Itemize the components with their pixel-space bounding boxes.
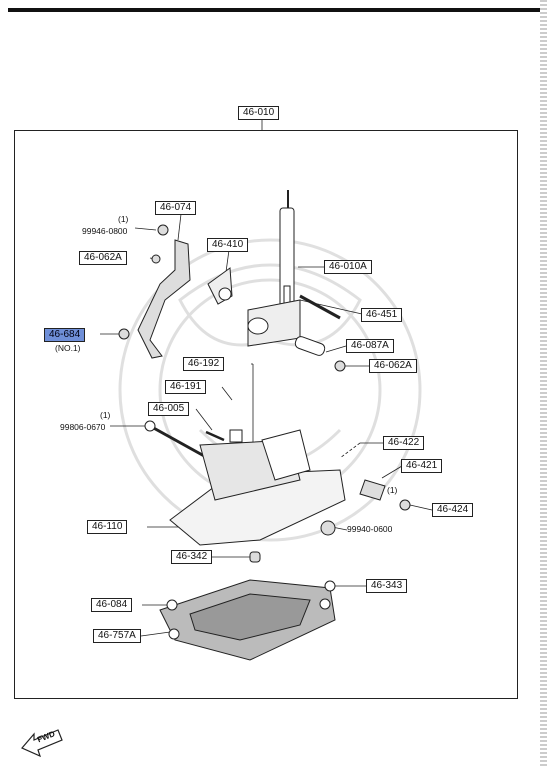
- callout-46-451: 46-451: [361, 308, 403, 322]
- callout-46-062A-left: 46-062A: [79, 251, 127, 265]
- part-99946-0800: 99946-0800: [82, 226, 128, 236]
- callout-46-421: 46-421: [401, 459, 443, 473]
- callout-46-342: 46-342: [171, 550, 213, 564]
- part-99806-0670: 99806-0670: [60, 422, 106, 432]
- callout-46-343: 46-343: [366, 579, 408, 593]
- diagram-frame: [14, 130, 518, 699]
- qty-note-left: (1): [100, 410, 111, 420]
- page-edge: [540, 0, 547, 768]
- note-no1: (NO.1): [55, 343, 81, 353]
- callout-46-074: 46-074: [155, 201, 197, 215]
- shift-lever-parts: [118, 190, 411, 661]
- callout-46-422: 46-422: [383, 436, 425, 450]
- callout-46-757A: 46-757A: [93, 629, 141, 643]
- callout-46-684: 46-684: [44, 328, 86, 342]
- callout-46-005: 46-005: [148, 402, 190, 416]
- header-rule: [8, 8, 540, 12]
- callout-46-191: 46-191: [165, 380, 207, 394]
- callout-46-062A-right: 46-062A: [369, 359, 417, 373]
- part-99940-0600: 99940-0600: [347, 524, 393, 534]
- qty-note-right: (1): [387, 485, 398, 495]
- callout-46-110: 46-110: [87, 520, 128, 534]
- qty-note-top: (1): [118, 214, 129, 224]
- leader-lines: [100, 118, 433, 637]
- callout-46-084: 46-084: [91, 598, 133, 612]
- callout-46-010A: 46-010A: [324, 260, 372, 274]
- fwd-arrow-icon: [21, 729, 63, 758]
- callout-46-087A: 46-087A: [346, 339, 394, 353]
- callout-46-410: 46-410: [207, 238, 249, 252]
- callout-46-192: 46-192: [183, 357, 225, 371]
- callout-46-424: 46-424: [432, 503, 474, 517]
- callout-46-010: 46-010: [238, 106, 280, 120]
